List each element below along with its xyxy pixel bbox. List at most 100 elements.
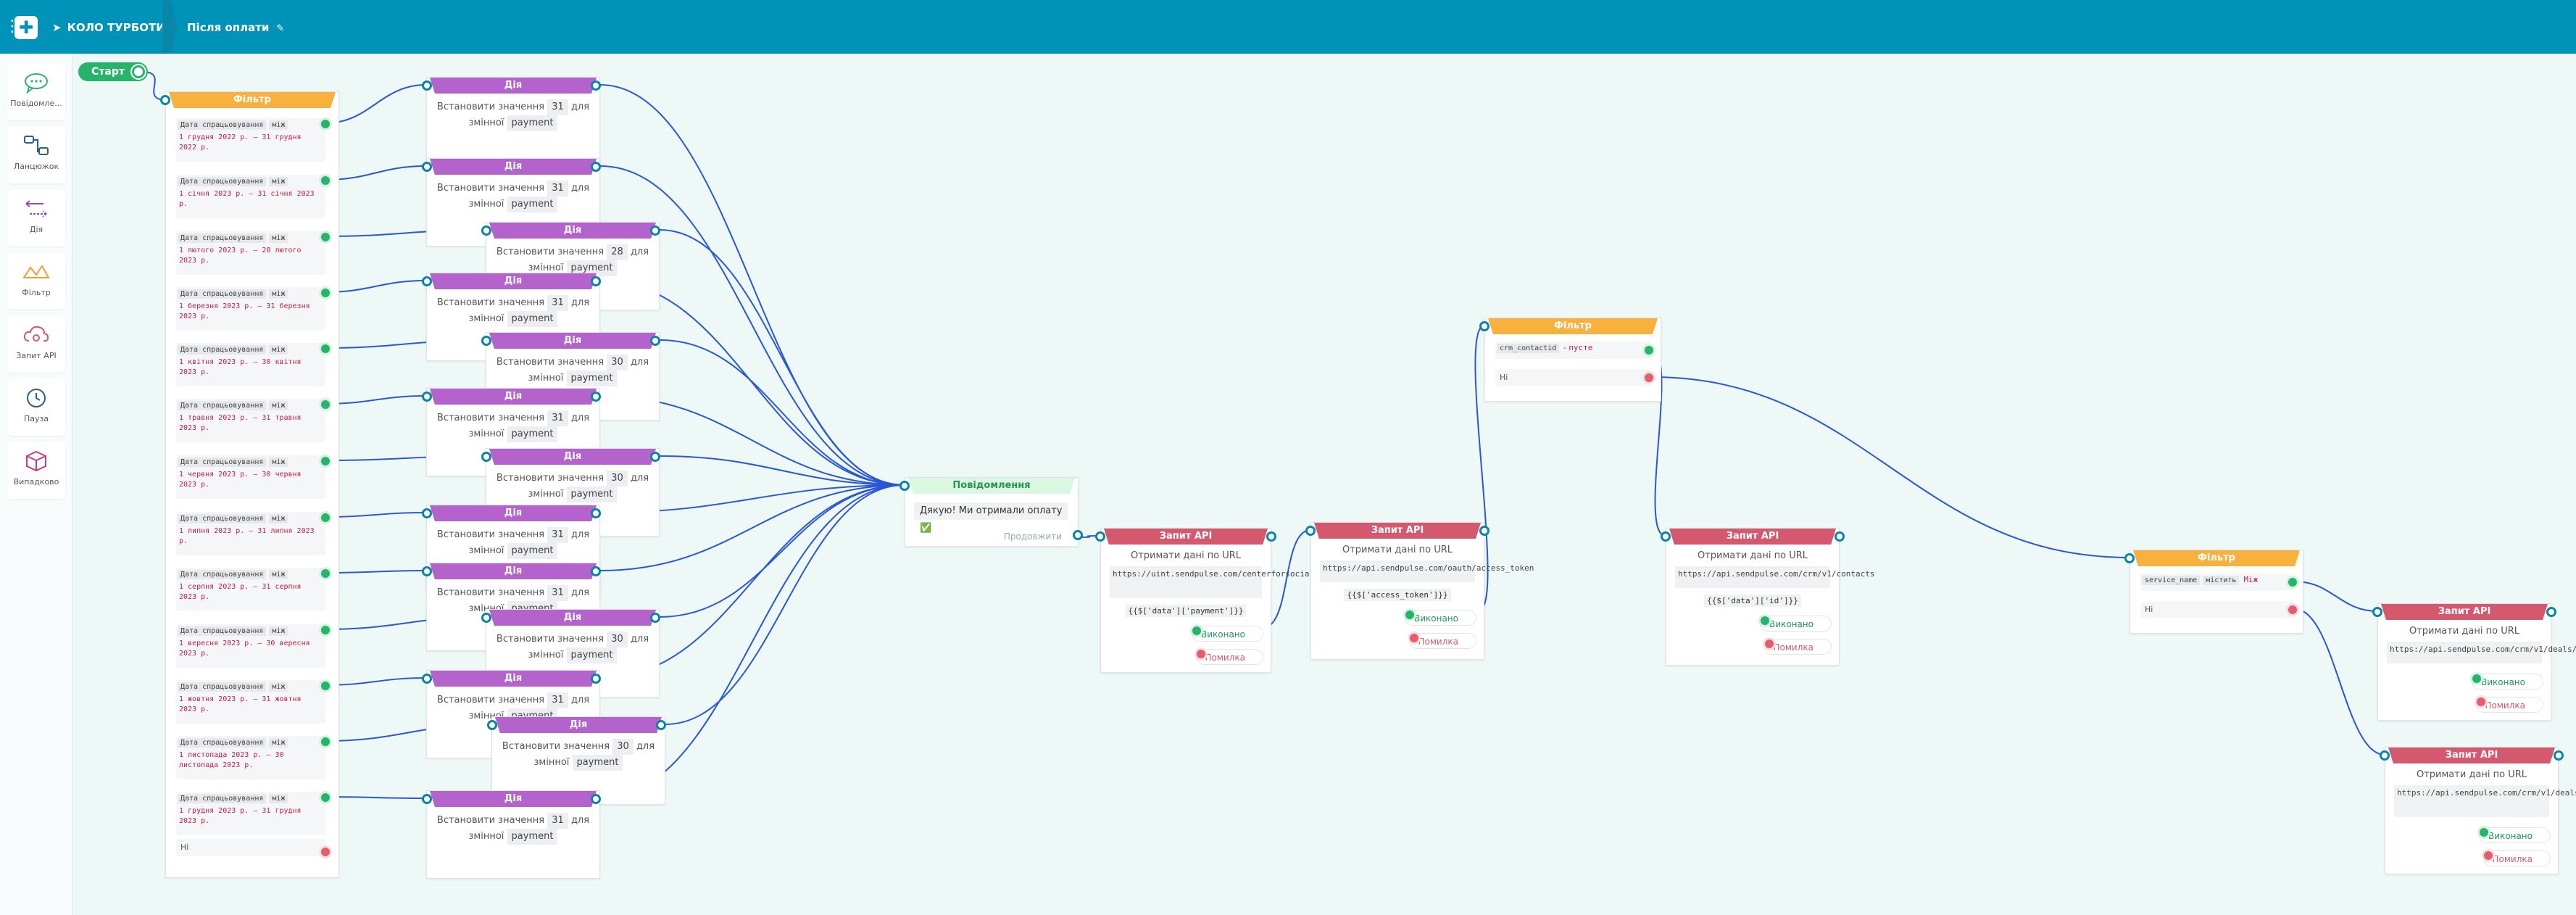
action-output-port[interactable] (591, 162, 601, 172)
flow-title[interactable]: Після оплати✎ (187, 21, 285, 34)
app-logo[interactable]: ✚ (14, 16, 38, 39)
error-port[interactable] (1409, 634, 1418, 642)
condition-output-port[interactable] (321, 626, 330, 634)
else-output-port[interactable] (2288, 605, 2297, 614)
success-port[interactable] (1405, 610, 1414, 619)
api-input-port[interactable] (1305, 526, 1316, 536)
action-input-port[interactable] (422, 80, 432, 91)
api-output-port[interactable] (1479, 526, 1489, 536)
filter-else[interactable]: Ні (2140, 601, 2294, 618)
toolbox-item-clock[interactable]: Пауза (7, 379, 65, 436)
api-output-port[interactable] (1835, 531, 1845, 542)
action-input-port[interactable] (422, 392, 432, 402)
condition-output-port[interactable] (321, 793, 330, 802)
toolbox-item-random-cube[interactable]: Випадково (7, 442, 65, 499)
action-input-port[interactable] (481, 225, 491, 236)
success-port[interactable] (1760, 616, 1769, 625)
action-input-port[interactable] (481, 613, 491, 623)
toolbox-item-chain[interactable]: Ланцюжок (7, 127, 65, 183)
error-port[interactable] (2476, 697, 2485, 706)
action-input-port[interactable] (422, 508, 432, 518)
error-output[interactable]: Помилка (2482, 850, 2551, 866)
continue-label[interactable]: Продовжити (1003, 531, 1062, 542)
bot-name[interactable]: ➤КОЛО ТУРБОТИ (52, 19, 165, 36)
condition-output-port[interactable] (321, 344, 330, 353)
filter-input-port[interactable] (1479, 321, 1489, 331)
action-output-port[interactable] (591, 794, 601, 804)
filter-else[interactable]: Ні (1495, 369, 1650, 386)
api-output-port[interactable] (2554, 750, 2564, 761)
action-output-port[interactable] (656, 720, 666, 730)
success-output[interactable]: Виконано (2478, 827, 2551, 843)
error-output[interactable]: Помилка (1408, 633, 1476, 649)
action-output-port[interactable] (591, 392, 601, 402)
action-input-port[interactable] (487, 720, 497, 730)
action-output-port[interactable] (650, 225, 660, 236)
filter-else[interactable]: Ні (176, 839, 325, 856)
action-output-port[interactable] (591, 80, 601, 91)
condition-output-port[interactable] (321, 176, 330, 185)
action-output-port[interactable] (591, 276, 601, 286)
api-output-port[interactable] (2546, 607, 2556, 617)
success-port[interactable] (2472, 674, 2481, 683)
api-input-port[interactable] (1661, 531, 1671, 542)
else-output-port[interactable] (321, 848, 330, 856)
condition-output-port[interactable] (321, 513, 330, 522)
toolbox-item-action-arrows[interactable]: Дія (7, 190, 65, 247)
api-input-port[interactable] (2372, 607, 2382, 617)
condition-output-port[interactable] (321, 120, 330, 128)
action-input-port[interactable] (481, 452, 491, 462)
error-port[interactable] (1196, 650, 1205, 658)
condition-output-port[interactable] (321, 569, 330, 578)
condition-output-port[interactable] (321, 682, 330, 690)
api-input-port[interactable] (1095, 531, 1105, 542)
action-output-port[interactable] (650, 336, 660, 346)
error-port[interactable] (2483, 851, 2493, 860)
action-input-port[interactable] (422, 674, 432, 684)
condition-output-port[interactable] (321, 289, 330, 297)
menu-dots-icon[interactable]: ⋮ (4, 17, 20, 36)
toolbox-item-filter[interactable]: Фільтр (7, 253, 65, 310)
condition-output-port[interactable] (321, 737, 330, 746)
action-output-port[interactable] (650, 613, 660, 623)
condition-output-port[interactable] (321, 457, 330, 465)
success-output[interactable]: Виконано (1759, 616, 1832, 632)
message-input-port[interactable] (899, 481, 910, 491)
condition-output-port[interactable] (2288, 578, 2297, 587)
action-input-port[interactable] (422, 794, 432, 804)
condition-output-port[interactable] (321, 400, 330, 409)
action-input-port[interactable] (422, 162, 432, 172)
action-input-port[interactable] (481, 336, 491, 346)
toolbox-item-message-bubble[interactable]: Повідомле... (7, 64, 65, 120)
success-output[interactable]: Виконано (2471, 674, 2543, 690)
condition-output-port[interactable] (1645, 346, 1653, 355)
action-output-port[interactable] (650, 452, 660, 462)
api-output-port[interactable] (1266, 531, 1276, 542)
success-output[interactable]: Виконано (1191, 626, 1263, 642)
edit-pencil-icon[interactable]: ✎ (276, 23, 285, 34)
filter-input-port[interactable] (2124, 553, 2135, 563)
error-output[interactable]: Помилка (1195, 649, 1263, 665)
error-output[interactable]: Помилка (2475, 697, 2543, 713)
action-input-port[interactable] (422, 276, 432, 286)
